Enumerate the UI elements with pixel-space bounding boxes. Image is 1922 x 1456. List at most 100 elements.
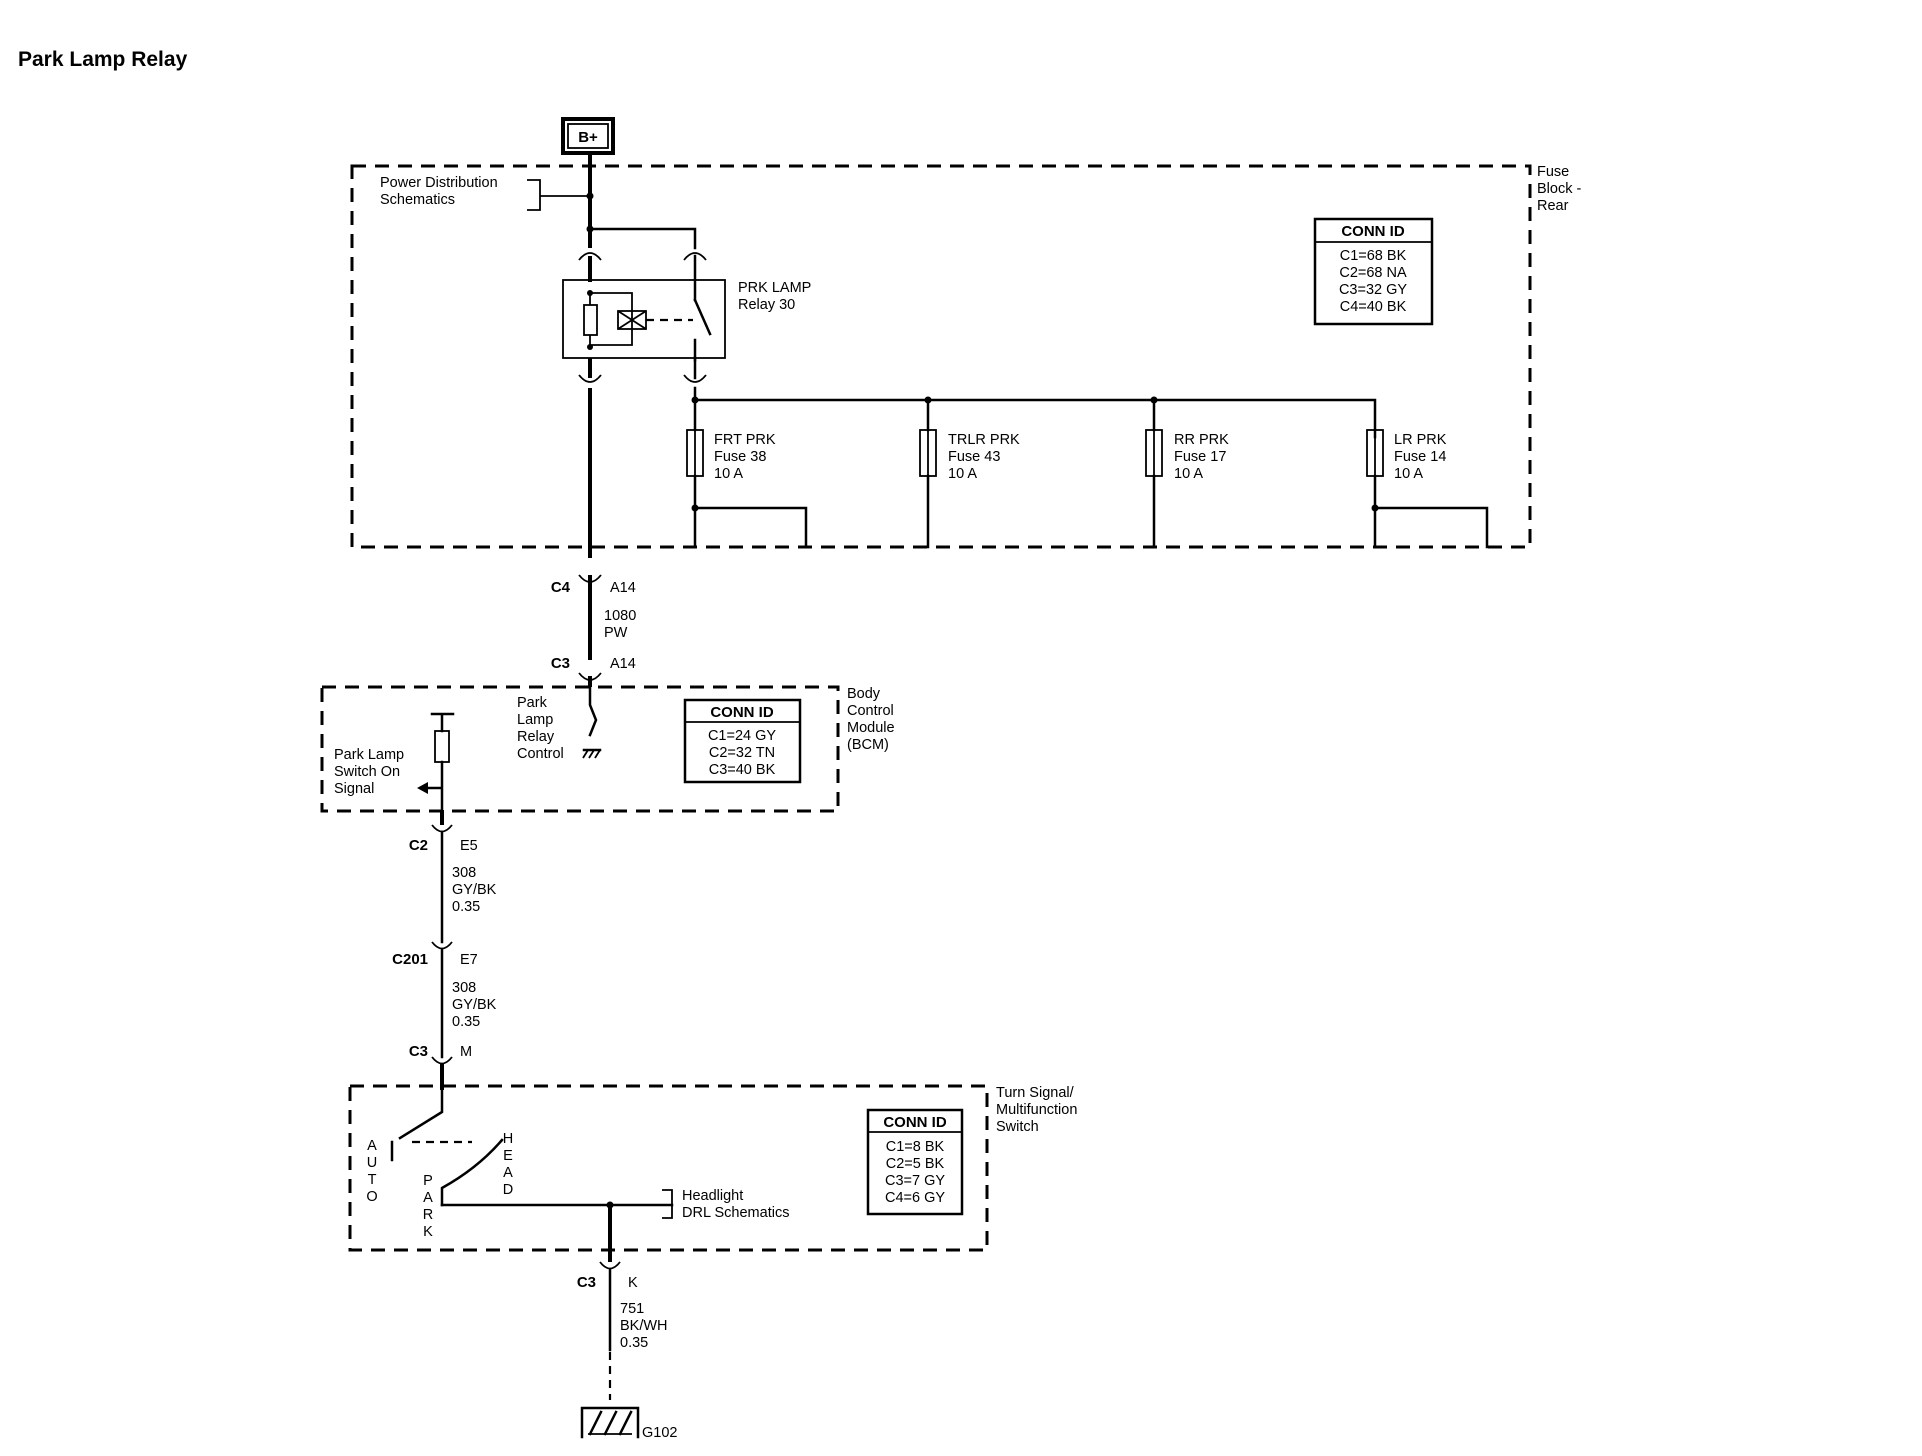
wire-size: 0.35 <box>620 1335 648 1351</box>
switch-name-3: Switch <box>996 1119 1039 1135</box>
conn-id-header: CONN ID <box>710 704 774 721</box>
auto-label: A <box>367 1138 377 1154</box>
park-label: K <box>423 1224 433 1240</box>
fuse-trlr-prk-rating: 10 A <box>948 466 977 482</box>
connector-c2: C2 <box>409 837 428 854</box>
fuse-block-conn-id-table: CONN ID C1=68 BK C2=68 NA C3=32 GY C4=40… <box>1313 217 1434 326</box>
pin-m: M <box>460 1044 472 1060</box>
body-control-module: Body Control Module (BCM) Park Lamp Rela… <box>320 685 895 813</box>
conn-id-row: C4=40 BK <box>1340 299 1407 315</box>
relay-label-1: PRK LAMP <box>738 280 811 296</box>
circuit-number: 308 <box>452 980 476 996</box>
park-label: R <box>423 1207 433 1223</box>
power-ref-line-1: Power Distribution <box>380 175 498 191</box>
headlight-ref-line-1: Headlight <box>682 1188 743 1204</box>
fuse-block-rear: Fuse Block - Rear Power Distribution Sch… <box>350 153 1581 558</box>
relay-control-line: Park <box>517 695 548 711</box>
relay-control-line: Relay <box>517 729 555 745</box>
relay-label-2: Relay 30 <box>738 297 795 313</box>
conn-id-header: CONN ID <box>883 1114 947 1131</box>
conn-id-header: CONN ID <box>1341 223 1405 240</box>
pin-e5: E5 <box>460 838 478 854</box>
wire-308: C2 E5 308 GY/BK 0.35 C201 E7 308 GY/BK 0… <box>392 810 497 1090</box>
fuse-rr-prk: RR PRK Fuse 17 10 A <box>1145 398 1229 549</box>
fuse-trlr-prk: TRLR PRK Fuse 43 10 A <box>919 398 1020 549</box>
switch-name-2: Multifunction <box>996 1102 1077 1118</box>
fuse-block-name-3: Rear <box>1537 198 1569 214</box>
wire-1080: C4 A14 1080 PW C3 A14 <box>551 574 636 687</box>
conn-id-row: C3=7 GY <box>885 1173 945 1189</box>
conn-id-row: C4=6 GY <box>885 1190 945 1206</box>
head-label: D <box>503 1182 513 1198</box>
auto-label: T <box>368 1172 377 1188</box>
bcm-name-2: Control <box>847 703 894 719</box>
wire-size: 0.35 <box>452 1014 480 1030</box>
circuit-number: 751 <box>620 1301 644 1317</box>
connector-c3-switch: C3 <box>409 1043 428 1060</box>
connector-c3-ground: C3 <box>577 1274 596 1291</box>
head-label: H <box>503 1131 513 1147</box>
conn-id-row: C1=24 GY <box>708 728 776 744</box>
fuse-frt-prk-number: Fuse 38 <box>714 449 766 465</box>
head-label: E <box>503 1148 513 1164</box>
wire-color: BK/WH <box>620 1318 668 1334</box>
relay-control-line: Lamp <box>517 712 553 728</box>
conn-id-row: C2=32 TN <box>709 745 775 761</box>
bcm-name-1: Body <box>847 686 881 702</box>
connector-c3: C3 <box>551 655 570 672</box>
fuse-lr-prk-rating: 10 A <box>1394 466 1423 482</box>
pin-a14-top: A14 <box>610 580 636 596</box>
auto-label: O <box>366 1189 377 1205</box>
connector-c201: C201 <box>392 951 428 968</box>
fuse-lr-prk-name: LR PRK <box>1394 432 1447 448</box>
conn-id-row: C1=8 BK <box>886 1139 945 1155</box>
conn-id-row: C2=68 NA <box>1339 265 1407 281</box>
bcm-name-3: Module <box>847 720 895 736</box>
bcm-name-4: (BCM) <box>847 737 889 753</box>
diagram-title: Park Lamp Relay <box>18 48 188 71</box>
switch-conn-id-table: CONN ID C1=8 BK C2=5 BK C3=7 GY C4=6 GY <box>866 1108 964 1216</box>
switch-signal-line: Signal <box>334 781 374 797</box>
fuse-block-name-2: Block - <box>1537 181 1581 197</box>
fuse-lr-prk-number: Fuse 14 <box>1394 449 1446 465</box>
ground-g102: G102 <box>580 1406 677 1441</box>
pin-k: K <box>628 1275 638 1291</box>
pin-a14-bottom: A14 <box>610 656 636 672</box>
fuse-frt-prk-rating: 10 A <box>714 466 743 482</box>
conn-id-row: C2=5 BK <box>886 1156 945 1172</box>
fuse-trlr-prk-number: Fuse 43 <box>948 449 1000 465</box>
circuit-number: 308 <box>452 865 476 881</box>
fuse-rr-prk-rating: 10 A <box>1174 466 1203 482</box>
park-label: P <box>423 1173 433 1189</box>
fuse-rr-prk-name: RR PRK <box>1174 432 1229 448</box>
switch-signal-line: Switch On <box>334 764 400 780</box>
wire-size: 0.35 <box>452 899 480 915</box>
fuse-trlr-prk-name: TRLR PRK <box>948 432 1020 448</box>
turn-signal-multifunction-switch: Turn Signal/ Multifunction Switch A U T … <box>348 1084 1077 1252</box>
headlight-ref-line-2: DRL Schematics <box>682 1205 789 1221</box>
battery-label: B+ <box>578 129 598 146</box>
ground-label: G102 <box>642 1425 677 1441</box>
fuse-rr-prk-number: Fuse 17 <box>1174 449 1226 465</box>
circuit-number: 1080 <box>604 608 636 624</box>
bcm-conn-id-table: CONN ID C1=24 GY C2=32 TN C3=40 BK <box>683 698 802 784</box>
wire-color: PW <box>604 625 628 641</box>
power-ref-line-2: Schematics <box>380 192 455 208</box>
fuse-frt-prk: FRT PRK Fuse 38 10 A <box>686 398 808 549</box>
battery-symbol: B+ <box>561 117 615 155</box>
fuse-frt-prk-name: FRT PRK <box>714 432 776 448</box>
wire-color: GY/BK <box>452 997 497 1013</box>
wire-color: GY/BK <box>452 882 497 898</box>
pin-e7: E7 <box>460 952 478 968</box>
conn-id-row: C3=32 GY <box>1339 282 1407 298</box>
conn-id-row: C1=68 BK <box>1340 248 1407 264</box>
fuse-lr-prk: LR PRK Fuse 14 10 A <box>1366 429 1489 549</box>
park-label: A <box>423 1190 433 1206</box>
connector-c4: C4 <box>551 579 571 596</box>
relay-control-line: Control <box>517 746 564 762</box>
prk-lamp-relay: PRK LAMP Relay 30 <box>562 279 811 362</box>
conn-id-row: C3=40 BK <box>709 762 776 778</box>
power-distribution-reference: Power Distribution Schematics <box>380 175 594 211</box>
wire-751: C3 K 751 BK/WH 0.35 <box>577 1205 668 1400</box>
